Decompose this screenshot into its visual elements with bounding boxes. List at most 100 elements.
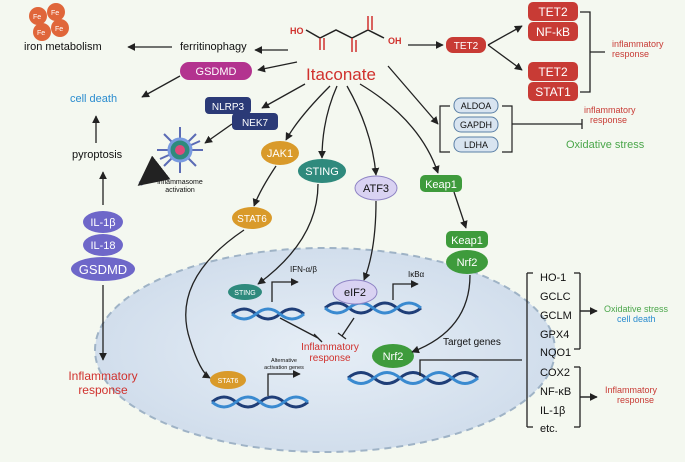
nuc-inflammatory-label: Inflammatory	[301, 342, 359, 353]
gsdmd-top-pill	[180, 62, 252, 80]
glyco-bracket-right	[502, 105, 513, 153]
genes-response-label: response	[617, 395, 654, 405]
iron-fe-cluster: Fe Fe Fe Fe	[29, 3, 69, 41]
tet2-small-label: TET2	[454, 41, 479, 52]
genes-inflammatory-label: Inflammatory	[605, 385, 658, 395]
target-genes-label: Target genes	[443, 337, 501, 348]
nfkb-box	[528, 22, 578, 41]
svg-text:Fe: Fe	[37, 30, 45, 37]
eif2-node	[332, 279, 378, 305]
aldoa-label: ALDOA	[461, 101, 492, 111]
inflammasome-to-il-arrow	[137, 155, 171, 186]
stat1-label: STAT1	[535, 85, 571, 99]
dna-helix-4	[347, 371, 479, 385]
ikba-label: IκBα	[408, 270, 425, 279]
sting-label: STING	[305, 166, 339, 178]
pathway-arrows	[92, 25, 598, 401]
keap1-b-label: Keap1	[451, 235, 483, 247]
gene-nfkb: NF-κB	[540, 386, 571, 398]
nek7-box	[232, 113, 278, 130]
ldha-box	[453, 136, 499, 153]
nuc-sting-node	[228, 284, 262, 300]
jak1-label: JAK1	[267, 148, 293, 160]
gene-cox2: COX2	[540, 367, 570, 379]
oh-left: HO	[290, 26, 304, 36]
ferritinophagy-label: ferritinophagy	[180, 41, 247, 53]
tet-inflammatory-label: inflammatory	[612, 39, 664, 49]
itaconate-structure	[305, 16, 385, 52]
pyroptosis-label: pyroptosis	[72, 149, 123, 161]
stat1-box	[528, 82, 578, 101]
glyco-inflammatory-label: inflammatory	[584, 105, 636, 115]
eif2-label: eIF2	[344, 287, 366, 299]
gene-list-ticks	[527, 272, 580, 428]
tet2-b-box	[528, 62, 578, 81]
alt-activation-label-1: Alternative	[271, 358, 297, 364]
gapdh-label: GAPDH	[460, 120, 492, 130]
gsdmd-stack-label: GSDMD	[79, 262, 127, 277]
nlrp3-label: NLRP3	[212, 102, 245, 113]
gene-il1b: IL-1β	[540, 405, 565, 417]
dna-helix-1	[231, 307, 305, 321]
keap1-label: Keap1	[425, 179, 457, 191]
gene-nqo1: NQO1	[540, 347, 571, 359]
itaconate-label: Itaconate	[306, 65, 376, 84]
stat6-node	[232, 207, 272, 229]
svg-text:Fe: Fe	[55, 26, 63, 33]
gene-gpx4: GPX4	[540, 329, 569, 341]
gene-gclc: GCLC	[540, 291, 571, 303]
nuc-response-label: response	[309, 353, 351, 364]
glyco-response-label: response	[590, 115, 627, 125]
gene-ho1: HO-1	[540, 272, 566, 284]
nuc-stat6-label: STAT6	[218, 378, 239, 385]
nuc-sting-label: STING	[234, 290, 255, 297]
ifn-label: IFN-α/β	[290, 265, 317, 274]
nuc-nrf2-node	[372, 344, 414, 368]
il18-label: IL-18	[90, 240, 115, 252]
glyco-inhibit-line	[512, 119, 583, 129]
atf3-node	[354, 175, 398, 201]
nrf2-label: Nrf2	[457, 257, 478, 269]
atf3-label: ATF3	[363, 183, 389, 195]
tet-response-label: response	[612, 49, 649, 59]
pyro-response-label: response	[78, 383, 128, 397]
iron-metabolism-label: iron metabolism	[24, 41, 102, 53]
il-stack	[71, 211, 135, 281]
jak1-node	[261, 141, 299, 165]
nucleus	[94, 247, 556, 453]
nuc-nrf2-label: Nrf2	[383, 351, 404, 363]
il1b-label: IL-1β	[90, 217, 115, 229]
cell-death-label: cell death	[70, 93, 117, 105]
activation-label: activation	[165, 187, 195, 194]
inflammasome-icon	[157, 127, 203, 173]
tet2-a-box	[528, 2, 578, 21]
nek7-label: NEK7	[242, 118, 269, 129]
aldoa-box	[453, 97, 499, 114]
svg-text:Fe: Fe	[51, 10, 59, 17]
genes-cell-death-label: cell death	[617, 314, 656, 324]
stat6-label: STAT6	[237, 214, 267, 225]
tet2-b-label: TET2	[538, 65, 568, 79]
tet-bracket	[580, 11, 605, 93]
inhibit-bars	[313, 332, 347, 343]
gapdh-box	[453, 116, 499, 133]
nfkb-label: NF-kB	[536, 25, 570, 39]
oxidative-stress-label: Oxidative stress	[566, 139, 645, 151]
tet2-a-label: TET2	[538, 5, 568, 19]
oh-right: OH	[388, 36, 402, 46]
gene-gclm: GCLM	[540, 310, 572, 322]
alt-activation-label-2: activation genes	[264, 365, 304, 371]
nrf2-node	[446, 250, 488, 274]
pyro-inflammatory-label: Inflammatory	[68, 369, 137, 383]
glyco-bracket-left	[439, 105, 450, 153]
sting-node	[298, 159, 346, 183]
inflammasome-label: inflammasome	[157, 179, 203, 186]
gsdmd-top-label: GSDMD	[196, 66, 237, 78]
svg-text:Fe: Fe	[33, 14, 41, 21]
keap1-node	[420, 175, 462, 192]
gene-etc: etc.	[540, 423, 558, 435]
nlrp3-box	[205, 97, 251, 114]
genes-oxidative-label: Oxidative stress	[604, 304, 669, 314]
